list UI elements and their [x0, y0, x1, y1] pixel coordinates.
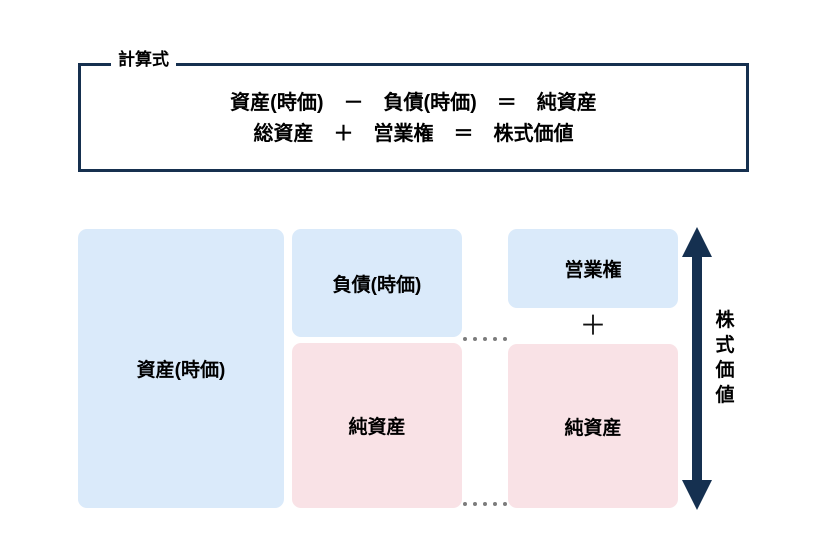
box-goodwill: 営業権: [508, 229, 678, 308]
stock-value-char-3: 価: [715, 360, 735, 381]
connector-dot: [463, 337, 467, 341]
connector-dot: [463, 502, 467, 506]
connector-dot: [503, 502, 507, 506]
formula-lines: 資産(時価) － 負債(時価) ＝ 純資産 総資産 ＋ 営業権 ＝ 株式価値: [81, 88, 746, 150]
box-net-assets-right: 純資産: [508, 344, 678, 508]
stock-value-char-2: 式: [715, 335, 735, 356]
double-headed-arrow-icon: [682, 227, 712, 510]
connector-dot: [483, 337, 487, 341]
stock-value-char-4: 値: [715, 385, 735, 406]
box-liabilities: 負債(時価): [292, 229, 462, 337]
connector-dot: [473, 337, 477, 341]
connector-dot: [493, 502, 497, 506]
box-assets: 資産(時価): [78, 229, 284, 508]
plus-operator: ＋: [579, 310, 607, 341]
connector-dot: [473, 502, 477, 506]
box-net-assets-middle: 純資産: [292, 343, 462, 508]
formula-frame: 計算式 資産(時価) － 負債(時価) ＝ 純資産 総資産 ＋ 営業権 ＝ 株式…: [78, 51, 749, 172]
formula-frame-legend: 計算式: [111, 51, 176, 68]
connector-dot: [503, 337, 507, 341]
dotted-connector-top: [463, 337, 507, 341]
connector-dot: [493, 337, 497, 341]
stock-value-char-1: 株: [715, 310, 735, 331]
connector-dot: [483, 502, 487, 506]
dotted-connector-bottom: [463, 502, 507, 506]
stock-value-label: 株 式 価 値: [712, 308, 738, 408]
formula-line-2: 総資産 ＋ 営業権 ＝ 株式価値: [253, 123, 574, 145]
formula-line-1: 資産(時価) － 負債(時価) ＝ 純資産: [230, 92, 597, 114]
